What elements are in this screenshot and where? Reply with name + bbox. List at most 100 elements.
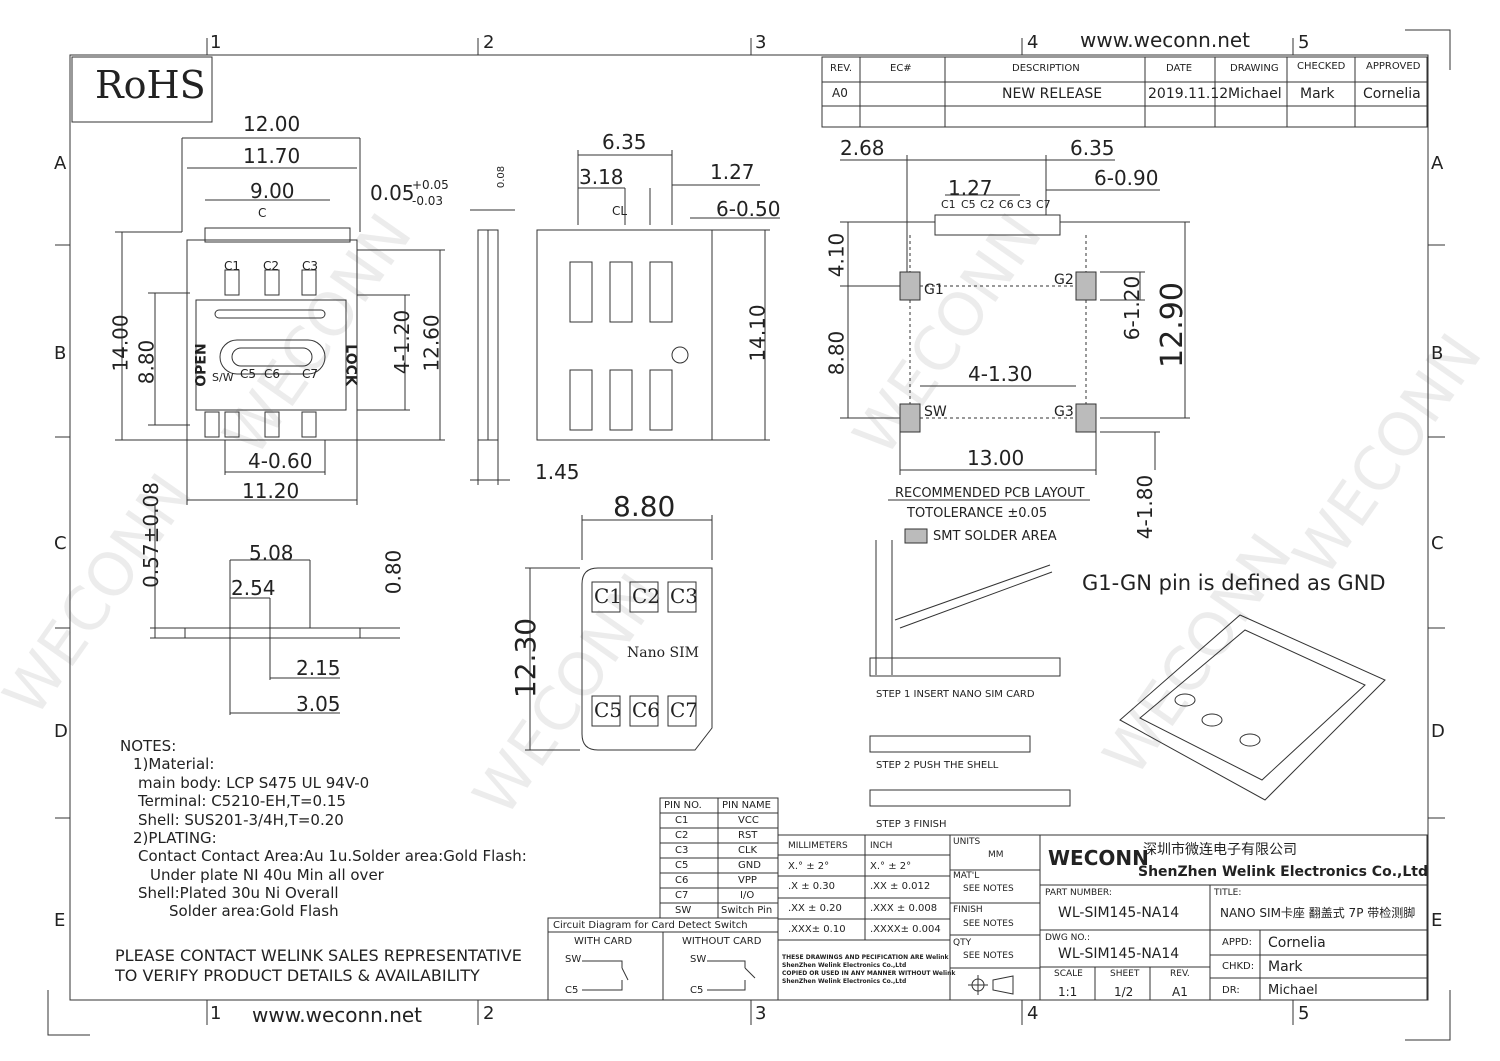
- tol-units: UNITS: [953, 837, 981, 847]
- pcb-pin-label: C6: [999, 198, 1014, 211]
- rev-checked: Mark: [1300, 86, 1335, 102]
- dim-label: 0.08: [496, 165, 508, 189]
- company-logo: WECONN: [1048, 846, 1149, 870]
- column-mark: 2: [483, 32, 495, 53]
- top-view-body: [186, 239, 358, 441]
- pcb-layout-title: RECOMMENDED PCB LAYOUT: [895, 486, 1085, 501]
- dim-label: 4-1.30: [968, 362, 1033, 386]
- header-url[interactable]: www.weconn.net: [1080, 28, 1251, 52]
- circuit-c5: C5: [565, 985, 579, 996]
- rev-header: DATE: [1166, 63, 1193, 74]
- row-mark: D: [1431, 721, 1445, 742]
- front-view-body: [184, 627, 361, 639]
- notes-line: Terminal: C5210-EH,T=0.15: [138, 792, 346, 810]
- circuit-c5: C5: [690, 985, 704, 996]
- column-mark: 1: [210, 32, 222, 53]
- dim-label: 3.18: [579, 165, 624, 189]
- dim-label: 5.08: [249, 541, 294, 565]
- row-mark: D: [54, 721, 68, 742]
- pcb-tolerance: TOTOLERANCE ±0.05: [907, 506, 1048, 521]
- rev-header: REV.: [830, 63, 852, 74]
- circuit-title: Circuit Diagram for Card Detect Switch: [553, 920, 748, 931]
- rev-header: DRAWING: [1230, 63, 1279, 74]
- circuit-sw: SW: [565, 954, 582, 965]
- dim-label: 2.54: [231, 576, 276, 600]
- dim-label: 11.70: [243, 144, 301, 168]
- rev-value: A0: [832, 86, 848, 100]
- tol-finish: FINISH: [953, 905, 983, 915]
- appd-value: Cornelia: [1268, 935, 1326, 951]
- dim-label: 12.60: [419, 314, 444, 372]
- column-mark: 4: [1027, 32, 1039, 53]
- pin-label: C7: [302, 367, 319, 381]
- column-mark: 4: [1027, 1003, 1039, 1024]
- pad-label: G1: [924, 282, 944, 298]
- step-label: STEP 2 PUSH THE SHELL: [876, 760, 999, 771]
- column-mark: 3: [755, 32, 767, 53]
- row-mark: A: [54, 153, 67, 174]
- pin-table-cell: VCC: [738, 815, 759, 826]
- pcb-pin-label: C5: [961, 198, 976, 211]
- sim-contact: C5: [594, 698, 623, 722]
- pad-label: G3: [1054, 404, 1074, 420]
- notes-line: Under plate NI 40u Min all over: [150, 866, 384, 884]
- sim-contact: C2: [632, 584, 661, 608]
- pin-label: C1: [224, 259, 241, 273]
- sim-contact: C3: [670, 584, 699, 608]
- dim-label: 6-0.90: [1094, 166, 1159, 190]
- row-mark: C: [54, 533, 67, 554]
- chkd-label: CHKD:: [1222, 961, 1255, 972]
- pin-table-cell: C2: [675, 830, 689, 841]
- lock-label: LOCK: [342, 344, 359, 386]
- tol-cell: .XXXX± 0.004: [870, 924, 941, 935]
- pin-table-cell: C6: [675, 875, 689, 886]
- column-mark: 5: [1298, 32, 1310, 53]
- dim-label: 13.00: [967, 446, 1025, 470]
- pcb-pin-label: C2: [980, 198, 995, 211]
- corner-mark: [47, 990, 90, 1036]
- rev-header: DESCRIPTION: [1012, 63, 1080, 74]
- tol-cell: .XXX ± 0.008: [870, 903, 938, 914]
- notes-line: main body: LCP S475 UL 94V-0: [138, 774, 370, 792]
- notes-title: NOTES:: [120, 737, 177, 755]
- pin-label: C: [258, 206, 267, 220]
- pin-table-cell: SW: [675, 905, 692, 916]
- part-number: WL-SIM145-NA14: [1058, 905, 1180, 921]
- dim-tolerance: +0.05: [412, 178, 449, 192]
- sim-label: Nano SIM: [627, 645, 699, 661]
- notes-line: Shell: SUS201-3/4H,T=0.20: [138, 811, 344, 829]
- part-number-label: PART NUMBER:: [1045, 888, 1112, 898]
- pin-label: C5: [240, 367, 257, 381]
- notes-line: 1)Material:: [133, 755, 215, 773]
- rev-description: NEW RELEASE: [1002, 86, 1103, 102]
- dim-label: 1.27: [710, 160, 755, 184]
- sim-height: 12.30: [509, 617, 543, 699]
- rev-date: 2019.11.12: [1148, 86, 1229, 102]
- sim-contact: C1: [594, 584, 623, 608]
- dim-label: 3.05: [296, 692, 341, 716]
- pin-table-cell: I/O: [740, 890, 755, 901]
- bottom-view-body: [536, 229, 713, 441]
- column-mark: 3: [755, 1003, 767, 1024]
- company-name-en: ShenZhen Welink Electronics Co.,Ltd: [1138, 864, 1428, 880]
- dim-label: 11.20: [242, 479, 300, 503]
- dim-label: 6-0.50: [716, 197, 781, 221]
- dim-label: 14.00: [108, 314, 133, 372]
- pin-table-cell: RST: [738, 830, 758, 841]
- dwg-number: WL-SIM145-NA14: [1058, 946, 1180, 962]
- rev-drawing: Michael: [1228, 86, 1282, 102]
- corner-mark: [1405, 990, 1451, 1041]
- tol-qty: QTY: [953, 938, 972, 948]
- rev-label: REV.: [1170, 969, 1190, 979]
- pin-table-cell: CLK: [738, 845, 758, 856]
- tol-header: MILLIMETERS: [788, 841, 848, 851]
- scale-label: SCALE: [1054, 969, 1083, 979]
- dim-label: 0.80: [381, 549, 406, 595]
- dim-label: 4-1.80: [1133, 474, 1158, 540]
- footer-url[interactable]: www.weconn.net: [252, 1003, 423, 1027]
- dim-label: 4-0.60: [248, 449, 313, 473]
- tol-matl: MAT'L: [953, 871, 980, 881]
- rohs-box: [71, 56, 213, 123]
